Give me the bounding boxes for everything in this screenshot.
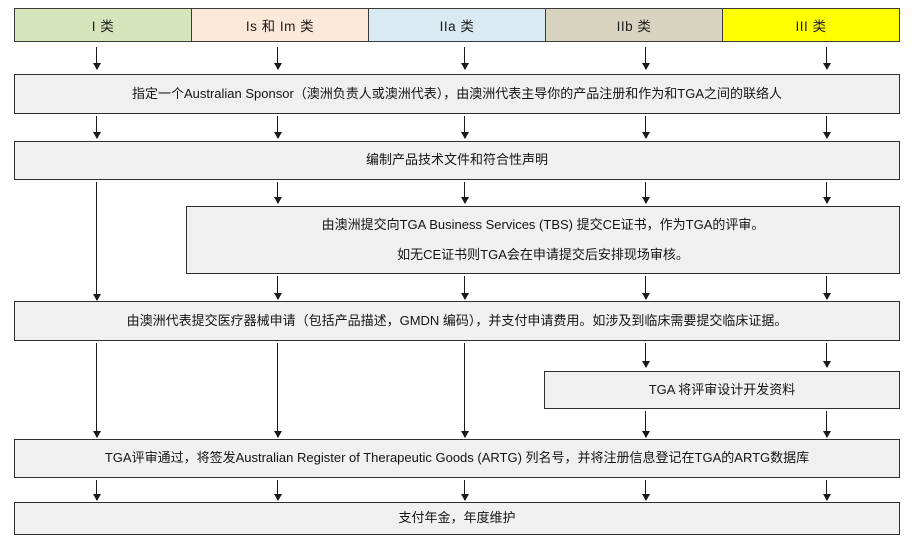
arrow-sponsor-to-techfile-col3 xyxy=(460,116,469,139)
process-box-annual-fee: 支付年金，年度维护 xyxy=(14,502,900,535)
process-box-application: 由澳洲代表提交医疗器械申请（包括产品描述，GMDN 编码），并支付申请费用。如涉… xyxy=(14,301,900,341)
arrow-sponsor-to-techfile-col5 xyxy=(822,116,831,139)
arrow-techfile-to-tbs-col5 xyxy=(822,182,831,204)
process-box-design-review-line-1: TGA 将评审设计开发资料 xyxy=(648,381,796,397)
class-cell-is-im: Is 和 Im 类 xyxy=(191,8,368,42)
class-label-is-im: Is 和 Im 类 xyxy=(245,19,315,34)
process-box-tbs-ce-line-1: 由澳洲提交向TGA Business Services (TBS) 提交CE证书… xyxy=(321,216,765,232)
class-label-iia: IIa 类 xyxy=(439,19,475,34)
arrow-techfile-to-tbs-col2 xyxy=(273,182,282,204)
arrow-header-to-sponsor-col2 xyxy=(273,47,282,70)
class-cell-i: I 类 xyxy=(14,8,191,42)
arrow-artg-to-annualfee-col4 xyxy=(641,480,650,501)
class-label-i: I 类 xyxy=(91,19,115,34)
class-cell-iib: IIb 类 xyxy=(545,8,722,42)
arrow-application-to-artg-col1 xyxy=(92,343,101,438)
device-class-header-bar: I 类 Is 和 Im 类 IIa 类 IIb 类 III 类 xyxy=(14,8,900,42)
arrow-designreview-to-artg-col5 xyxy=(822,411,831,438)
arrow-header-to-sponsor-col4 xyxy=(641,47,650,70)
arrow-techfile-to-application-col1 xyxy=(92,182,101,301)
arrow-sponsor-to-techfile-col1 xyxy=(92,116,101,139)
class-cell-iii: III 类 xyxy=(722,8,900,42)
arrow-tbs-to-application-col4 xyxy=(641,276,650,300)
arrow-header-to-sponsor-col1 xyxy=(92,47,101,70)
process-box-tbs-ce-line-2: 如无CE证书则TGA会在申请提交后安排现场审核。 xyxy=(397,246,689,262)
arrow-techfile-to-tbs-col3 xyxy=(460,182,469,204)
process-box-tbs-ce: 由澳洲提交向TGA Business Services (TBS) 提交CE证书… xyxy=(186,206,900,274)
arrow-artg-to-annualfee-col1 xyxy=(92,480,101,501)
arrow-artg-to-annualfee-col2 xyxy=(273,480,282,501)
arrow-tbs-to-application-col2 xyxy=(273,276,282,300)
class-label-iii: III 类 xyxy=(795,19,827,34)
process-box-application-line-1: 由澳洲代表提交医疗器械申请（包括产品描述，GMDN 编码），并支付申请费用。如涉… xyxy=(126,312,788,328)
process-box-sponsor: 指定一个Australian Sponsor（澳洲负责人或澳洲代表），由澳洲代表… xyxy=(14,74,900,114)
arrow-tbs-to-application-col3 xyxy=(460,276,469,300)
arrow-artg-to-annualfee-col5 xyxy=(822,480,831,501)
arrow-header-to-sponsor-col3 xyxy=(460,47,469,70)
arrow-sponsor-to-techfile-col2 xyxy=(273,116,282,139)
process-box-design-review: TGA 将评审设计开发资料 xyxy=(544,371,900,409)
process-box-tech-file-line-1: 编制产品技术文件和符合性声明 xyxy=(365,152,548,168)
arrow-header-to-sponsor-col5 xyxy=(822,47,831,70)
arrow-application-to-designreview-col4 xyxy=(641,343,650,368)
process-box-artg: TGA评审通过，将签发Australian Register of Therap… xyxy=(14,439,900,478)
process-box-annual-fee-line-1: 支付年金，年度维护 xyxy=(398,510,516,526)
arrow-designreview-to-artg-col4 xyxy=(641,411,650,438)
arrow-application-to-artg-col3 xyxy=(460,343,469,438)
class-label-iib: IIb 类 xyxy=(616,19,652,34)
process-box-tech-file: 编制产品技术文件和符合性声明 xyxy=(14,141,900,180)
arrow-sponsor-to-techfile-col4 xyxy=(641,116,650,139)
arrow-tbs-to-application-col5 xyxy=(822,276,831,300)
arrow-application-to-designreview-col5 xyxy=(822,343,831,368)
arrow-techfile-to-tbs-col4 xyxy=(641,182,650,204)
arrow-artg-to-annualfee-col3 xyxy=(460,480,469,501)
arrow-application-to-artg-col2 xyxy=(273,343,282,438)
class-cell-iia: IIa 类 xyxy=(368,8,545,42)
process-box-artg-line-1: TGA评审通过，将签发Australian Register of Therap… xyxy=(104,450,810,466)
process-box-sponsor-line-1: 指定一个Australian Sponsor（澳洲负责人或澳洲代表），由澳洲代表… xyxy=(131,85,783,101)
